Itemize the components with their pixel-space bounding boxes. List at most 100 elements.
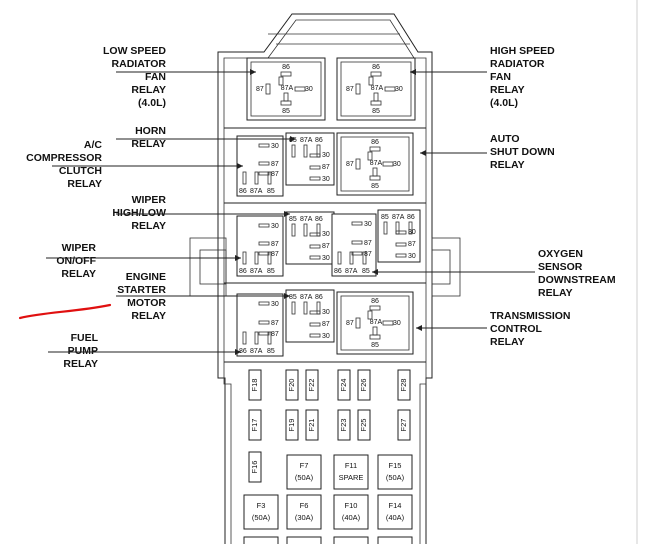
mini-fuse: [305, 369, 319, 401]
mini-fuse: [397, 409, 411, 441]
pin-30-label: 30: [322, 152, 330, 159]
pin-85-label: 85: [267, 348, 275, 355]
pin-30: [384, 86, 396, 92]
fuse-label: F20: [287, 379, 296, 392]
maxi-fuse-f3: F3(50A): [243, 494, 279, 530]
label-starter-line: RELAY: [131, 310, 166, 322]
arrow-head: [250, 69, 256, 75]
label-oxygen-sensor-line: RELAY: [538, 287, 573, 299]
fuse-id: F3: [257, 501, 266, 510]
arrow-head: [235, 349, 241, 355]
pin-30-label: 30: [364, 221, 372, 228]
pin-87: [355, 158, 361, 170]
maxi-fuse-f7: F7 (50A): [286, 454, 322, 490]
pin-87-label: 87: [364, 240, 372, 247]
arrow-head: [290, 136, 296, 142]
pin-87-label: 87: [322, 321, 330, 328]
pin-85-label: 85: [267, 268, 275, 275]
label-ac-clutch-line: COMPRESSOR: [26, 152, 102, 164]
mini-fuse: [285, 409, 299, 441]
maxi-fuse-partial: [333, 536, 369, 549]
pin-85-label: 85: [362, 268, 370, 275]
pin-87a-label: 87A: [300, 216, 313, 223]
pin-87b-label: 87: [271, 331, 279, 338]
fuse-id: F6: [300, 501, 309, 510]
pin-87-label: 87: [256, 86, 264, 93]
pin-85: [369, 334, 381, 340]
fuse-label: F25: [359, 419, 368, 432]
label-low-speed-fan-line: RADIATOR: [112, 58, 167, 70]
pin-87a-label: 87A: [370, 319, 383, 326]
pin-86: [280, 71, 292, 77]
label-starter-line: STARTER: [117, 284, 166, 296]
mini-fuse: [248, 369, 262, 401]
fuse-label: F21: [307, 419, 316, 432]
label-fuel-pump-line: PUMP: [68, 345, 98, 357]
pin-30: [382, 320, 394, 326]
fuse-label: F17: [250, 419, 259, 432]
pin-87-label: 87: [322, 164, 330, 171]
label-high-speed-fan-line: FAN: [490, 71, 511, 83]
pin-85-label: 85: [371, 183, 379, 190]
fuse-rating: (50A): [295, 473, 314, 482]
fuse-label: F22: [307, 379, 316, 392]
pin-30-label: 30: [305, 86, 313, 93]
pin-30: [382, 161, 394, 167]
pin-30-label: 30: [271, 143, 279, 150]
mini-fuse: [357, 409, 371, 441]
pin-30-label: 30: [408, 229, 416, 236]
mini-fuse: [337, 409, 351, 441]
label-starter-line: MOTOR: [127, 297, 166, 309]
mini-fuse: [357, 369, 371, 401]
arrow-head: [284, 293, 290, 299]
pin-87-label: 87: [346, 320, 354, 327]
pin-87a-label: 87A: [250, 188, 263, 195]
pin-87: [265, 83, 271, 95]
fuse-id: F7: [300, 461, 309, 470]
label-ac-clutch-line: A/C: [84, 139, 103, 151]
label-oxygen-sensor-line: SENSOR: [538, 261, 583, 273]
pin-87-label: 87: [271, 241, 279, 248]
maxi-fuse-f15: F15(50A): [377, 454, 413, 490]
fuse-rating: (50A): [386, 473, 405, 482]
pin-87b-label: 87: [364, 251, 372, 258]
label-low-speed-fan-line: FAN: [145, 71, 166, 83]
label-horn-line: HORN: [135, 125, 166, 137]
pin-87-label: 87: [271, 320, 279, 327]
housing-outline: [189, 13, 461, 544]
fuse-id: F14: [389, 501, 402, 510]
annotation-stroke: [18, 303, 112, 320]
pin-86-label: 86: [315, 137, 323, 144]
label-high-speed-fan-line: (4.0L): [490, 97, 518, 109]
pin-87-label: 87: [322, 243, 330, 250]
fuse-label: F18: [250, 379, 259, 392]
arrow-head: [237, 163, 243, 169]
pin-86-label: 86: [372, 64, 380, 71]
pin-86-label: 86: [239, 188, 247, 195]
fuse-id: F11: [345, 461, 357, 470]
pin-87a-label: 87A: [250, 268, 263, 275]
fuse-rating: (30A): [295, 513, 314, 522]
label-auto-shutdown-line: SHUT DOWN: [490, 146, 555, 158]
label-oxygen-sensor-line: DOWNSTREAM: [538, 274, 616, 286]
label-transmission-line: TRANSMISSION: [490, 310, 571, 322]
label-auto-shutdown-line: AUTO: [490, 133, 520, 145]
pin-86: [370, 71, 382, 77]
fuse-label: F16: [250, 461, 259, 474]
maxi-fuse-partial: [243, 536, 279, 549]
fuse-label: F19: [287, 419, 296, 432]
arrow-head: [420, 150, 426, 156]
